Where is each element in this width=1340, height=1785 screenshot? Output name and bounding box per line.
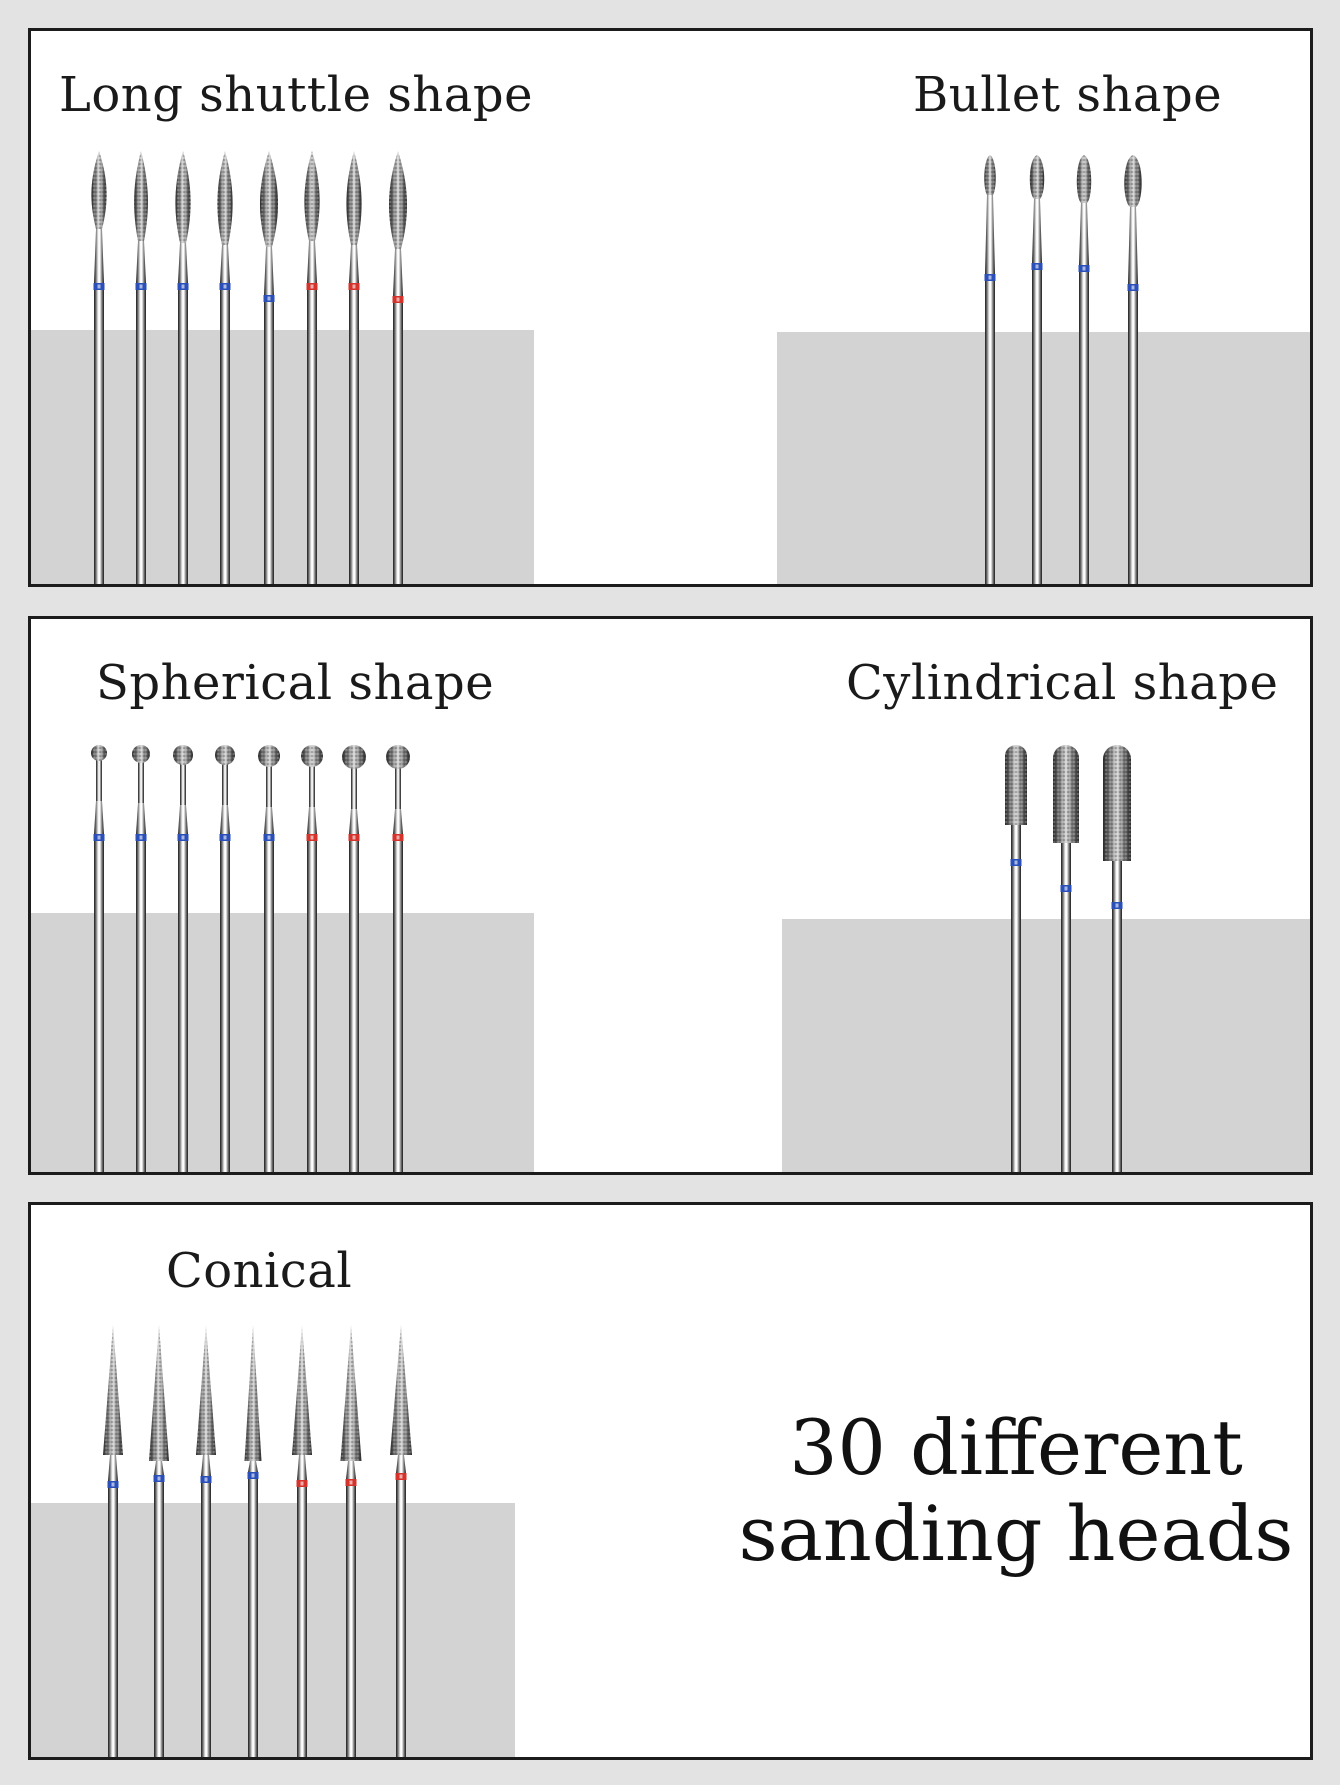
panel-row-3: Conical 30 different sanding heads: [28, 1202, 1313, 1760]
cylindrical-title: Cylindrical shape: [846, 655, 1279, 711]
conical-title: Conical: [166, 1243, 353, 1299]
headline-line-1: 30 different: [789, 1403, 1243, 1492]
bullet-title: Bullet shape: [913, 67, 1223, 123]
headline: 30 different sanding heads: [711, 1403, 1310, 1578]
backdrop-left: [31, 1503, 515, 1757]
backdrop-right: [782, 919, 1310, 1172]
backdrop-right: [777, 332, 1310, 584]
spherical-title: Spherical shape: [96, 655, 495, 711]
backdrop-left: [31, 330, 534, 584]
panel-row-2: Spherical shape Cylindrical shape: [28, 616, 1313, 1175]
backdrop-left: [31, 913, 534, 1172]
headline-line-2: sanding heads: [738, 1488, 1294, 1578]
long-shuttle-title: Long shuttle shape: [59, 67, 534, 123]
panel-row-1: Long shuttle shape Bullet shape: [28, 28, 1313, 587]
